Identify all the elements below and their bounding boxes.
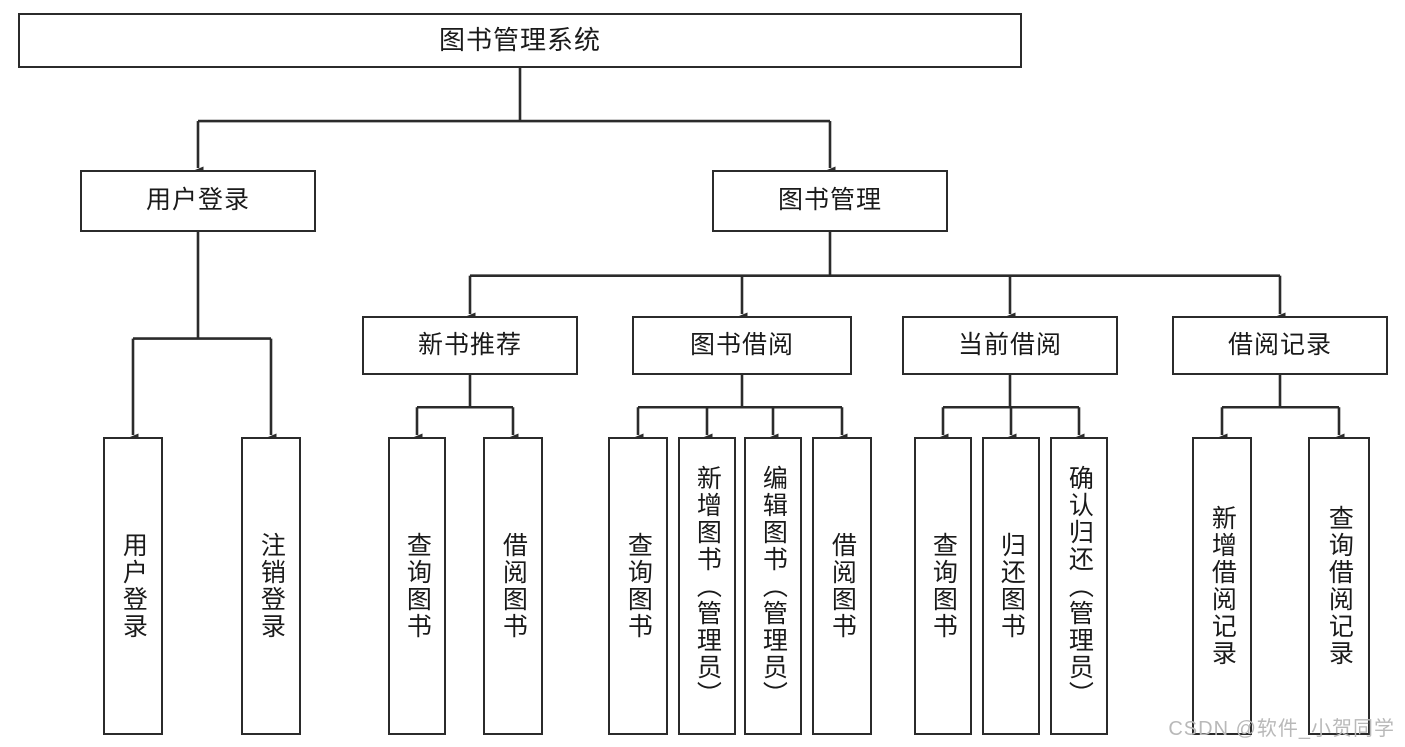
node-label: 图书管理系统 <box>438 25 601 56</box>
node-leaf-query-book-2[interactable]: 查询图书 <box>608 437 668 735</box>
node-label: 借阅图书 <box>499 532 528 640</box>
node-leaf-add-book[interactable]: 新增图书（管理员） <box>678 437 736 735</box>
node-leaf-query-record[interactable]: 查询借阅记录 <box>1308 437 1370 735</box>
node-root[interactable]: 图书管理系统 <box>18 13 1022 68</box>
node-leaf-borrow-book-2[interactable]: 借阅图书 <box>812 437 872 735</box>
node-label: 查询图书 <box>929 532 958 640</box>
node-leaf-query-book-1[interactable]: 查询图书 <box>388 437 446 735</box>
node-label: 查询图书 <box>624 532 653 640</box>
node-book-manage[interactable]: 图书管理 <box>712 170 948 232</box>
node-leaf-query-book-3[interactable]: 查询图书 <box>914 437 972 735</box>
node-label: 新增图书（管理员） <box>693 464 722 708</box>
node-label: 编辑图书（管理员） <box>759 464 788 708</box>
node-label: 借阅记录 <box>1227 330 1332 359</box>
node-label: 新增借阅记录 <box>1208 505 1237 667</box>
node-label: 查询借阅记录 <box>1325 505 1354 667</box>
node-current-borrow[interactable]: 当前借阅 <box>902 316 1118 375</box>
node-label: 确认归还（管理员） <box>1065 464 1094 708</box>
node-leaf-borrow-book-1[interactable]: 借阅图书 <box>483 437 543 735</box>
node-label: 查询图书 <box>403 532 432 640</box>
node-leaf-confirm-return[interactable]: 确认归还（管理员） <box>1050 437 1108 735</box>
node-leaf-edit-book[interactable]: 编辑图书（管理员） <box>744 437 802 735</box>
node-borrow-record[interactable]: 借阅记录 <box>1172 316 1388 375</box>
node-label: 新书推荐 <box>417 330 522 359</box>
node-leaf-logout-login[interactable]: 注销登录 <box>241 437 301 735</box>
node-label: 图书借阅 <box>689 330 794 359</box>
node-user-login[interactable]: 用户登录 <box>80 170 316 232</box>
node-leaf-add-record[interactable]: 新增借阅记录 <box>1192 437 1252 735</box>
node-leaf-return-book[interactable]: 归还图书 <box>982 437 1040 735</box>
node-new-book-rec[interactable]: 新书推荐 <box>362 316 578 375</box>
node-label: 用户登录 <box>145 186 250 215</box>
node-book-borrow[interactable]: 图书借阅 <box>632 316 852 375</box>
node-label: 归还图书 <box>997 532 1026 640</box>
node-leaf-user-login[interactable]: 用户登录 <box>103 437 163 735</box>
watermark: CSDN @软件_小贺同学 <box>1168 718 1395 740</box>
node-label: 注销登录 <box>257 532 286 640</box>
node-label: 当前借阅 <box>957 330 1062 359</box>
node-label: 借阅图书 <box>828 532 857 640</box>
node-label: 用户登录 <box>119 532 148 640</box>
node-label: 图书管理 <box>777 186 882 215</box>
